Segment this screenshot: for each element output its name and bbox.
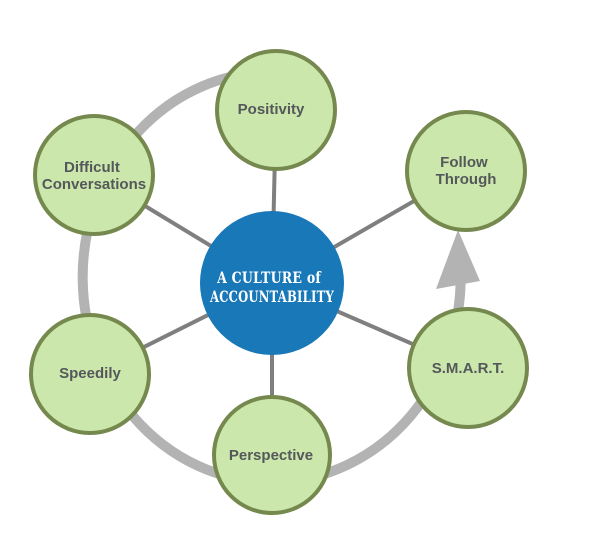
node-label-line: Conversations <box>42 176 146 193</box>
node-label-line: Difficult <box>64 159 120 176</box>
node-label-follow-through: Follow Through <box>436 154 497 188</box>
node-label-line: Through <box>436 171 497 188</box>
node-smart <box>407 307 529 429</box>
node-perspective <box>212 395 332 515</box>
node-label-perspective: Perspective <box>229 447 313 464</box>
hub-label-line2: ACCOUNTABILITY <box>209 287 334 306</box>
node-difficult-conversations <box>33 114 155 236</box>
node-label-positivity: Positivity <box>238 101 305 118</box>
hub-label-line1: A CULTURE of <box>216 268 321 287</box>
hub-circle <box>200 211 344 355</box>
cycle-arc <box>77 67 466 487</box>
cycle-arrowhead-icon <box>436 230 480 289</box>
node-positivity <box>215 49 337 171</box>
node-label-smart: S.M.A.R.T. <box>432 360 505 377</box>
node-label-line: Follow <box>440 154 488 171</box>
node-label-difficult-conversations: Difficult Conversations <box>42 159 146 193</box>
node-label-speedily: Speedily <box>59 365 121 382</box>
node-follow-through <box>405 110 527 232</box>
node-speedily <box>29 313 151 435</box>
hub-label: A CULTURE of ACCOUNTABILITY <box>209 268 334 306</box>
